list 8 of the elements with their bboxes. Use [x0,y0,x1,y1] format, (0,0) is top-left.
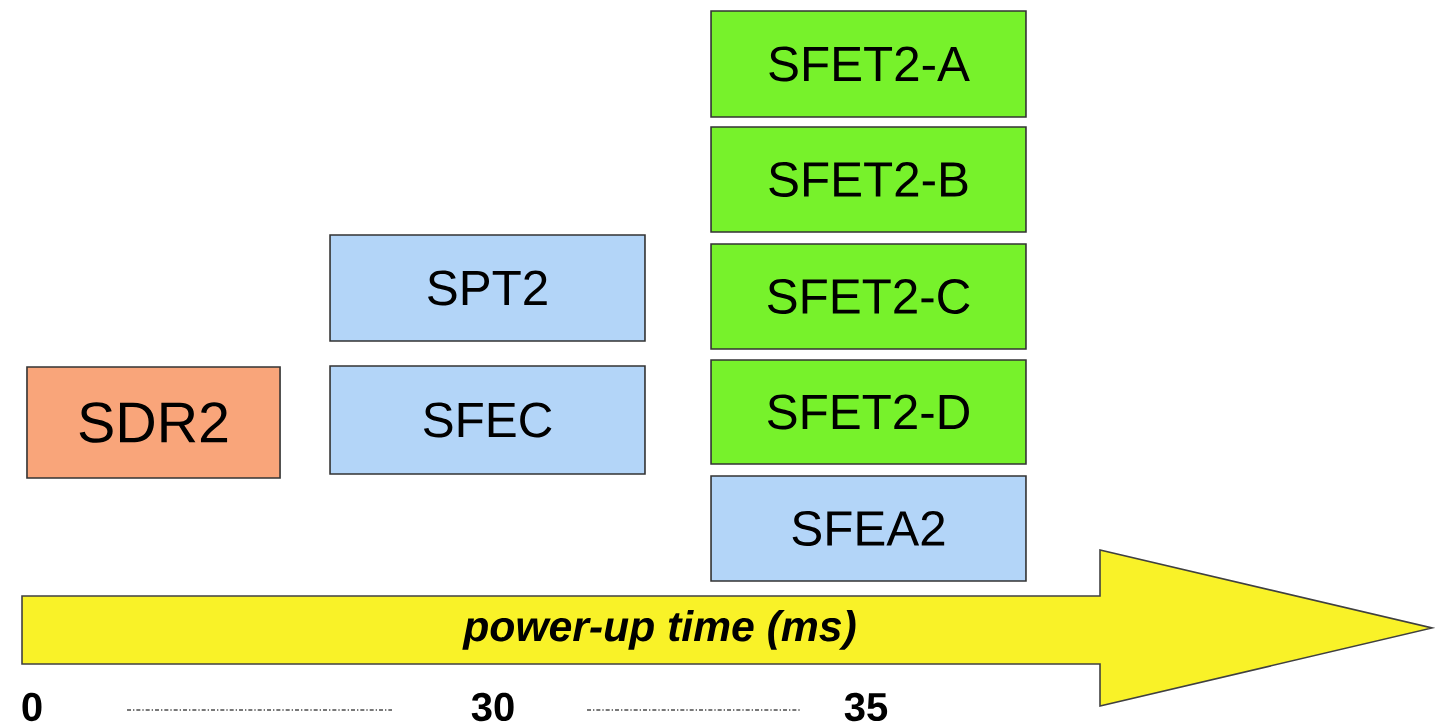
process-box: SPT2 [329,234,646,342]
process-box: SFEA2 [710,475,1027,582]
process-box: SDR2 [26,366,281,479]
process-box: SFET2-C [710,243,1027,350]
process-box: SFEC [329,365,646,475]
process-box: SFET2-D [710,359,1027,465]
process-box: SFET2-B [710,126,1027,233]
process-box: SFET2-A [710,10,1027,118]
